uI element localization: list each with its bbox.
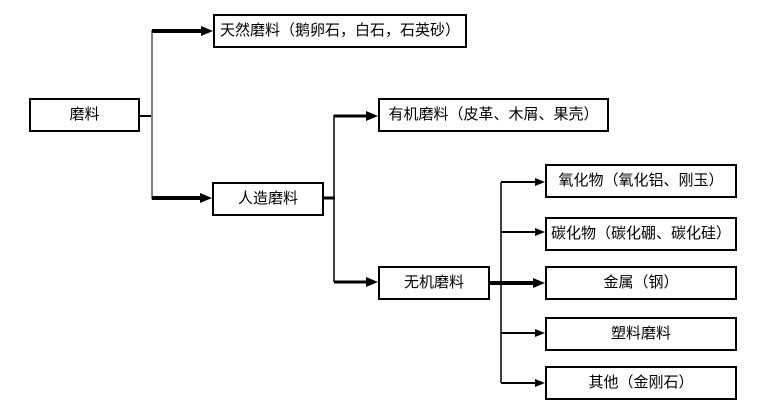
node-metal: 金属（钢）	[545, 266, 737, 300]
node-inorganic-abrasive: 无机磨料	[378, 266, 490, 300]
node-abrasive: 磨料	[29, 98, 140, 132]
node-natural-abrasive: 天然磨料（鹅卵石，白石，石英砂）	[213, 14, 467, 48]
connector-group-inorganic	[490, 178, 545, 387]
node-carbide: 碳化物（碳化硼、碳化硅）	[545, 217, 737, 251]
connector-group-root	[140, 26, 213, 203]
node-plastic-abrasive: 塑料磨料	[545, 317, 737, 351]
node-organic-abrasive: 有机磨料（皮革、木屑、果壳）	[378, 98, 609, 132]
connector-group-artificial	[323, 111, 378, 287]
node-other: 其他（金刚石）	[545, 366, 737, 400]
node-oxide: 氧化物（氧化铝、刚玉）	[545, 164, 737, 198]
node-artificial-abrasive: 人造磨料	[212, 182, 324, 216]
